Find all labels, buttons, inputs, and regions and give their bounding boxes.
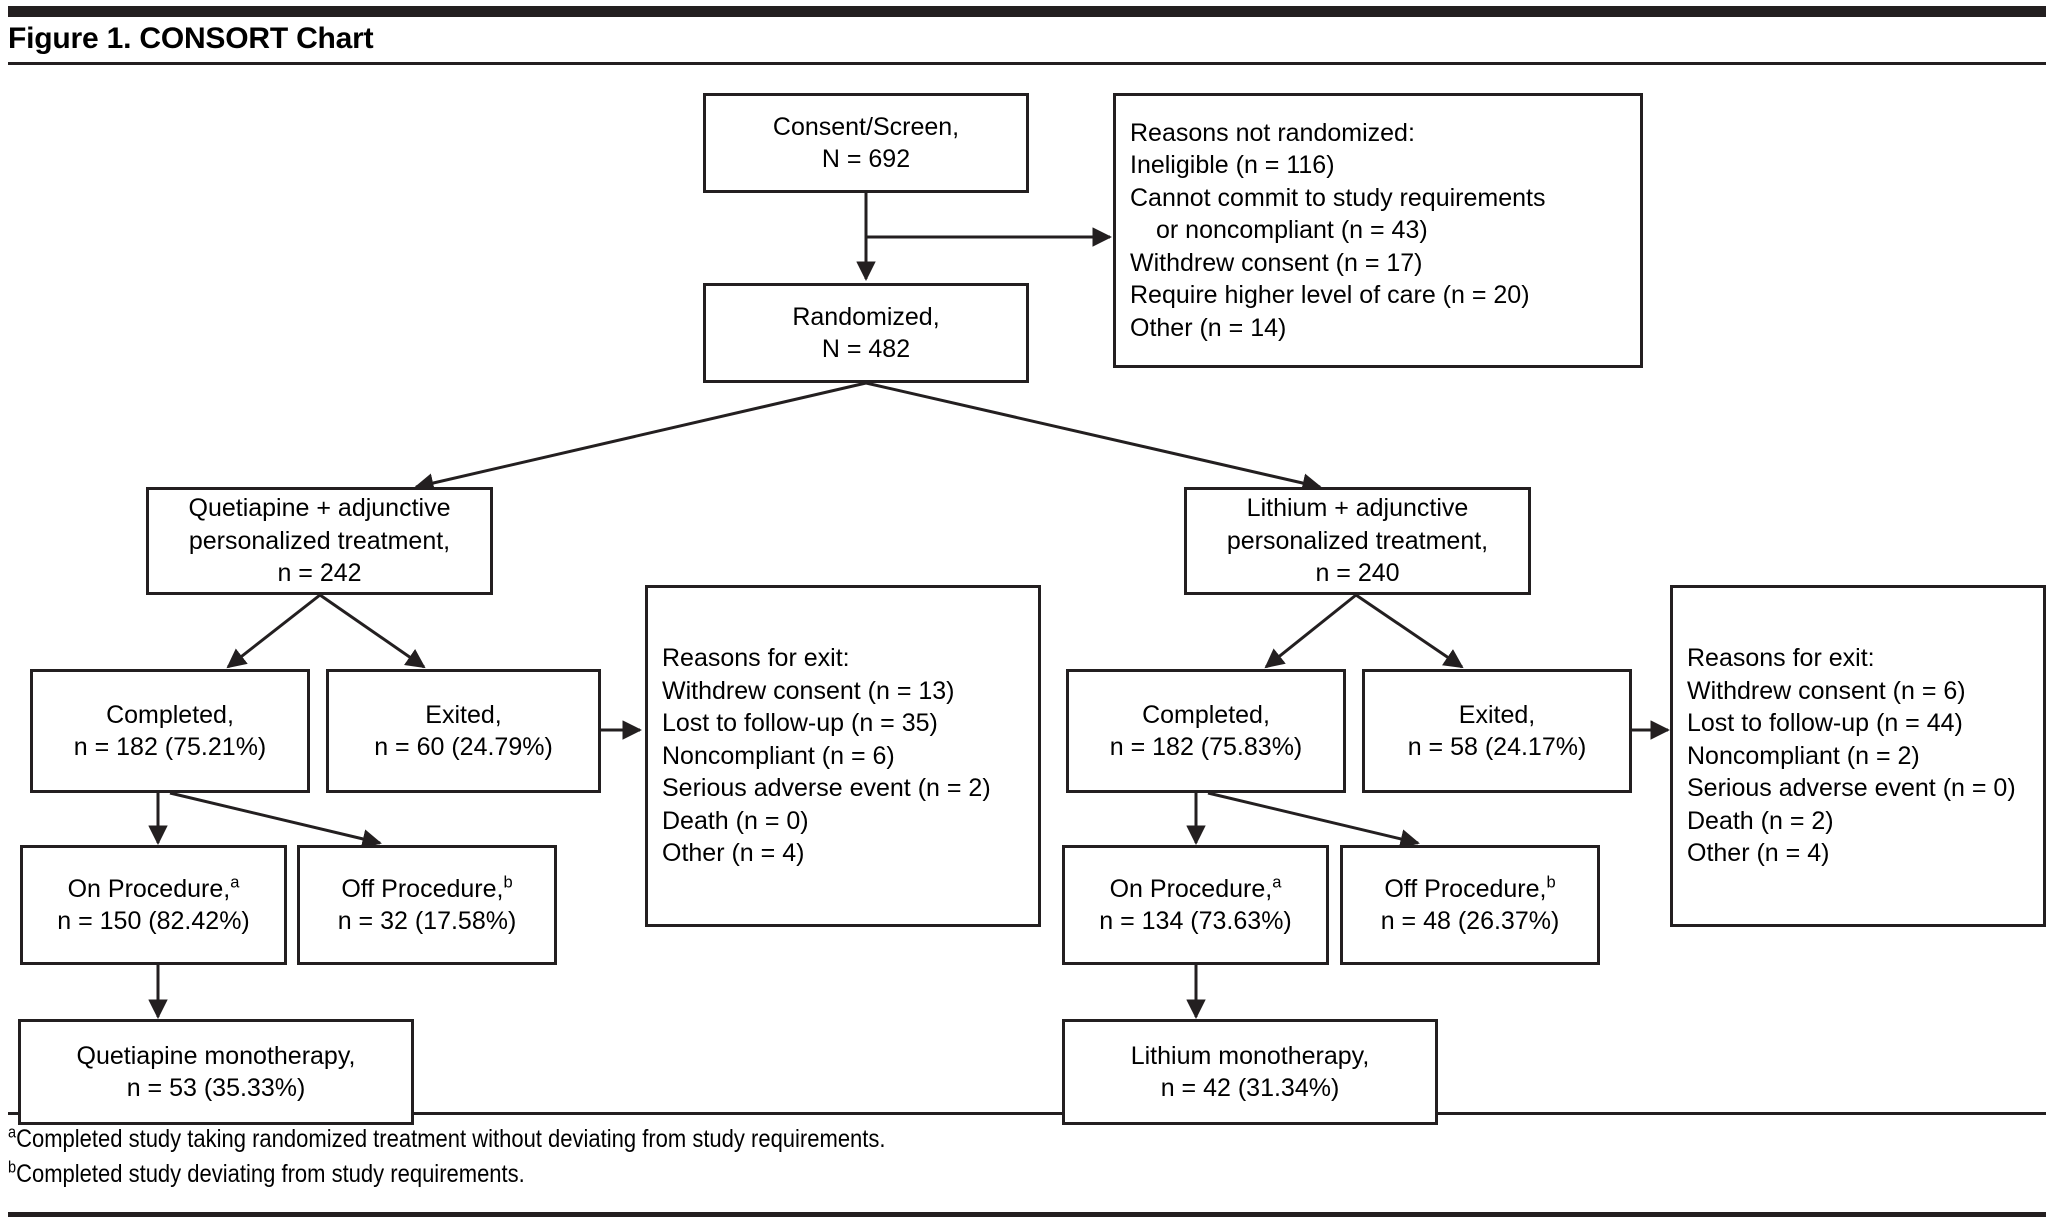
off-procedure-right-value: n = 48 (26.37%) bbox=[1380, 907, 1560, 935]
completed-left-label: Completed, bbox=[106, 700, 234, 729]
exited-left-label: Exited, bbox=[425, 700, 502, 729]
arm-left-line2: personalized treatment, bbox=[188, 526, 451, 555]
exit-reasons-left-item-1: Lost to follow-up (n = 35) bbox=[662, 709, 938, 738]
node-exit-reasons-right: Reasons for exit: Withdrew consent (n = … bbox=[1670, 585, 2046, 927]
randomized-value: N = 482 bbox=[821, 335, 911, 363]
arm-right-line2: personalized treatment, bbox=[1226, 526, 1489, 555]
footnotes-block: aCompleted study taking randomized treat… bbox=[8, 1122, 1794, 1192]
node-on-procedure-left: On Procedure,a n = 150 (82.42%) bbox=[20, 845, 287, 965]
node-reasons-not-randomized: Reasons not randomized: Ineligible (n = … bbox=[1113, 93, 1643, 368]
header-top-rule bbox=[8, 6, 2046, 17]
edge-armright-to-completed bbox=[1264, 593, 1357, 669]
exit-reasons-right-item-1: Lost to follow-up (n = 44) bbox=[1687, 709, 1963, 738]
footnote-marker-a: a bbox=[8, 1123, 17, 1142]
not-randomized-item-2: or noncompliant (n = 43) bbox=[1156, 216, 1428, 245]
mono-left-label: Quetiapine monotherapy, bbox=[76, 1041, 356, 1070]
not-randomized-item-5: Other (n = 14) bbox=[1130, 313, 1287, 342]
footnote-marker-a: a bbox=[1272, 873, 1282, 892]
footnote-marker-a: a bbox=[230, 873, 240, 892]
node-off-procedure-right: Off Procedure,b n = 48 (26.37%) bbox=[1340, 845, 1600, 965]
arm-left-line1: Quetiapine + adjunctive bbox=[188, 494, 451, 523]
exit-reasons-left-item-0: Withdrew consent (n = 13) bbox=[662, 676, 955, 705]
exited-right-label: Exited, bbox=[1458, 700, 1536, 729]
exit-reasons-right-item-4: Death (n = 2) bbox=[1687, 806, 1834, 835]
on-procedure-right-label: On Procedure,a bbox=[1109, 873, 1282, 903]
not-randomized-heading: Reasons not randomized: bbox=[1130, 118, 1415, 147]
edge-armleft-to-exited bbox=[319, 593, 426, 669]
exit-reasons-left-item-5: Other (n = 4) bbox=[662, 839, 805, 868]
completed-right-value: n = 182 (75.83%) bbox=[1109, 733, 1303, 761]
edge-randomized-to-arm-left bbox=[414, 381, 867, 493]
edge-completedleft-to-offproc bbox=[169, 791, 382, 849]
node-monotherapy-right: Lithium monotherapy, n = 42 (31.34%) bbox=[1062, 1019, 1438, 1125]
mono-right-label: Lithium monotherapy, bbox=[1130, 1041, 1370, 1070]
arm-right-value: n = 240 bbox=[1315, 559, 1400, 588]
consent-value: N = 692 bbox=[821, 145, 911, 173]
exit-reasons-right-item-5: Other (n = 4) bbox=[1687, 839, 1830, 868]
off-procedure-left-label: Off Procedure,b bbox=[341, 873, 513, 903]
footnote-a: aCompleted study taking randomized treat… bbox=[8, 1123, 886, 1153]
not-randomized-item-4: Require higher level of care (n = 20) bbox=[1130, 281, 1530, 310]
node-exited-right: Exited, n = 58 (24.17%) bbox=[1362, 669, 1632, 793]
exit-reasons-left-item-4: Death (n = 0) bbox=[662, 806, 809, 835]
edge-armleft-to-completed bbox=[226, 593, 321, 669]
arm-left-value: n = 242 bbox=[277, 559, 362, 588]
not-randomized-item-0: Ineligible (n = 116) bbox=[1130, 151, 1335, 180]
completed-right-label: Completed, bbox=[1142, 700, 1270, 729]
edge-armright-to-exited bbox=[1355, 593, 1464, 669]
edge-completedright-to-offproc bbox=[1207, 791, 1420, 849]
consent-label: Consent/Screen, bbox=[772, 112, 960, 141]
exit-reasons-left-heading: Reasons for exit: bbox=[662, 644, 850, 673]
footnote-bottom-rule bbox=[8, 1212, 2046, 1217]
node-arm-quetiapine: Quetiapine + adjunctive personalized tre… bbox=[146, 487, 493, 595]
footnote-b: bCompleted study deviating from study re… bbox=[8, 1158, 525, 1188]
exit-reasons-right-heading: Reasons for exit: bbox=[1687, 644, 1875, 673]
node-arm-lithium: Lithium + adjunctive personalized treatm… bbox=[1184, 487, 1531, 595]
not-randomized-item-3: Withdrew consent (n = 17) bbox=[1130, 248, 1423, 277]
footnote-marker-b: b bbox=[503, 873, 513, 892]
footnote-marker-b: b bbox=[1546, 873, 1556, 892]
header-bottom-rule bbox=[8, 62, 2046, 65]
exited-left-value: n = 60 (24.79%) bbox=[374, 733, 553, 761]
node-on-procedure-right: On Procedure,a n = 134 (73.63%) bbox=[1062, 845, 1329, 965]
node-exited-left: Exited, n = 60 (24.79%) bbox=[326, 669, 601, 793]
off-procedure-left-value: n = 32 (17.58%) bbox=[337, 907, 517, 935]
exit-reasons-right-item-0: Withdrew consent (n = 6) bbox=[1687, 676, 1966, 705]
exit-reasons-left-item-3: Serious adverse event (n = 2) bbox=[662, 774, 991, 803]
not-randomized-item-1: Cannot commit to study requirements bbox=[1130, 183, 1546, 212]
exited-right-value: n = 58 (24.17%) bbox=[1407, 733, 1587, 761]
on-procedure-left-value: n = 150 (82.42%) bbox=[57, 907, 250, 935]
node-off-procedure-left: Off Procedure,b n = 32 (17.58%) bbox=[297, 845, 557, 965]
exit-reasons-right-item-2: Noncompliant (n = 2) bbox=[1687, 741, 1920, 770]
page-title: Figure 1. CONSORT Chart bbox=[8, 22, 374, 55]
exit-reasons-right-item-3: Serious adverse event (n = 0) bbox=[1687, 774, 2016, 803]
node-completed-left: Completed, n = 182 (75.21%) bbox=[30, 669, 310, 793]
node-monotherapy-left: Quetiapine monotherapy, n = 53 (35.33%) bbox=[18, 1019, 414, 1125]
completed-left-value: n = 182 (75.21%) bbox=[73, 733, 267, 761]
node-randomized: Randomized, N = 482 bbox=[703, 283, 1029, 383]
node-exit-reasons-left: Reasons for exit: Withdrew consent (n = … bbox=[645, 585, 1041, 927]
arm-right-line1: Lithium + adjunctive bbox=[1246, 494, 1469, 523]
mono-right-value: n = 42 (31.34%) bbox=[1160, 1074, 1340, 1102]
node-completed-right: Completed, n = 182 (75.83%) bbox=[1066, 669, 1346, 793]
randomized-label: Randomized, bbox=[792, 302, 940, 331]
edge-randomized-to-arm-right bbox=[865, 381, 1322, 493]
footnote-top-rule bbox=[8, 1112, 2046, 1115]
off-procedure-right-label: Off Procedure,b bbox=[1384, 873, 1556, 903]
on-procedure-left-label: On Procedure,a bbox=[67, 873, 240, 903]
node-consent-screen: Consent/Screen, N = 692 bbox=[703, 93, 1029, 193]
consort-flow-diagram: Consent/Screen, N = 692 Reasons not rand… bbox=[0, 65, 2054, 1125]
on-procedure-right-value: n = 134 (73.63%) bbox=[1099, 907, 1292, 935]
footnote-marker-b: b bbox=[8, 1158, 17, 1177]
exit-reasons-left-item-2: Noncompliant (n = 6) bbox=[662, 741, 895, 770]
mono-left-value: n = 53 (35.33%) bbox=[126, 1074, 306, 1102]
